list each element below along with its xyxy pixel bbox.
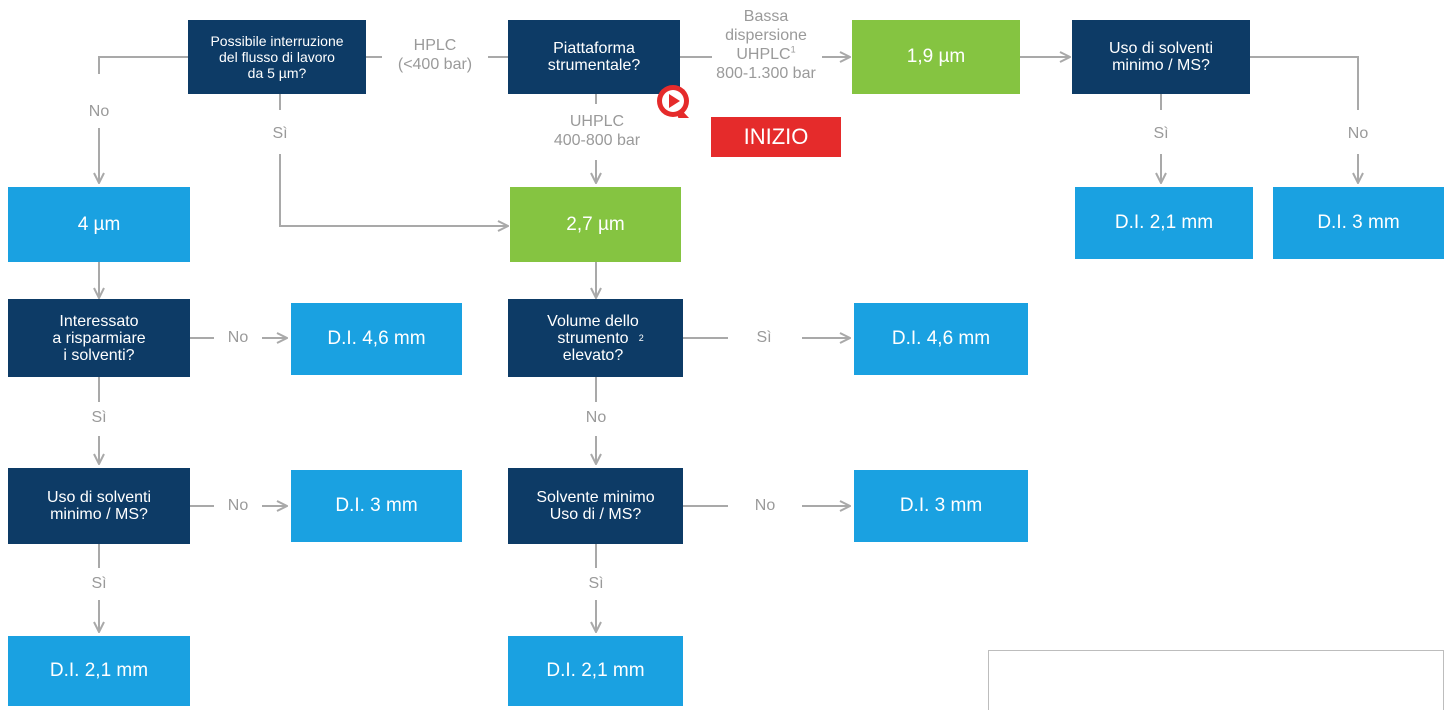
play-icon[interactable]	[656, 84, 690, 118]
edge-label-si-solvent-left: Sì	[91, 575, 107, 592]
edge-label-si-flow: Sì	[272, 125, 288, 142]
result-id-2-1mm-center: D.I. 2,1 mm	[508, 636, 683, 706]
result-id-3mm-center: D.I. 3 mm	[854, 470, 1028, 542]
edge-label-no-solvent-center: No	[754, 497, 776, 514]
edge-label-no-right: No	[1347, 125, 1369, 142]
result-id-2-1mm-right: D.I. 2,1 mm	[1075, 187, 1253, 259]
edge-label-si-save: Sì	[91, 409, 107, 426]
edge-label-no-save: No	[227, 329, 249, 346]
question-instrument-volume-text: Volume dello strumento elevato?	[547, 312, 639, 364]
edge-label-no-volume: No	[585, 409, 607, 426]
result-particle-1-9um: 1,9 µm	[852, 20, 1020, 94]
edge-label-si-solvent-center: Sì	[588, 575, 604, 592]
edge-label-uhplc: UHPLC 400-800 bar	[553, 113, 641, 149]
legend-panel	[988, 650, 1444, 710]
footnote-1-marker: 1	[790, 44, 796, 55]
start-label: INIZIO	[711, 117, 841, 157]
question-solvent-ms-center: Solvente minimo Uso di / MS?	[508, 468, 683, 544]
result-id-3mm-left: D.I. 3 mm	[291, 470, 462, 542]
question-solvent-ms-right: Uso di solventi minimo / MS?	[1072, 20, 1250, 94]
edge-label-no-flow: No	[88, 103, 110, 120]
question-solvent-ms-left: Uso di solventi minimo / MS?	[8, 468, 190, 544]
question-flow-interruption: Possibile interruzione del flusso di lav…	[188, 20, 366, 94]
edge-label-si-right: Sì	[1153, 125, 1169, 142]
result-id-4-6mm-center: D.I. 4,6 mm	[854, 303, 1028, 375]
edge-label-low-dispersion-pressure: 800-1.300 bar	[716, 65, 816, 82]
question-save-solvents: Interessato a risparmiare i solventi?	[8, 299, 190, 377]
edge-label-low-dispersion-text: Bassa dispersione UHPLC	[725, 8, 807, 63]
result-particle-4um: 4 µm	[8, 187, 190, 262]
edge-label-low-dispersion: Bassa dispersione UHPLC1 800-1.300 bar	[700, 7, 832, 83]
question-instrument-platform: Piattaforma strumentale?	[508, 20, 680, 94]
result-particle-2-7um: 2,7 µm	[510, 187, 681, 262]
edge-label-si-volume: Sì	[756, 329, 772, 346]
question-instrument-volume: Volume dello strumento elevato?2	[508, 299, 683, 377]
edge-label-hplc: HPLC (<400 bar)	[397, 37, 473, 73]
edge-label-no-solvent-left: No	[227, 497, 249, 514]
start-marker[interactable]: INIZIO	[656, 84, 842, 158]
result-id-2-1mm-left: D.I. 2,1 mm	[8, 636, 190, 706]
result-id-4-6mm-left: D.I. 4,6 mm	[291, 303, 462, 375]
result-id-3mm-right: D.I. 3 mm	[1273, 187, 1444, 259]
